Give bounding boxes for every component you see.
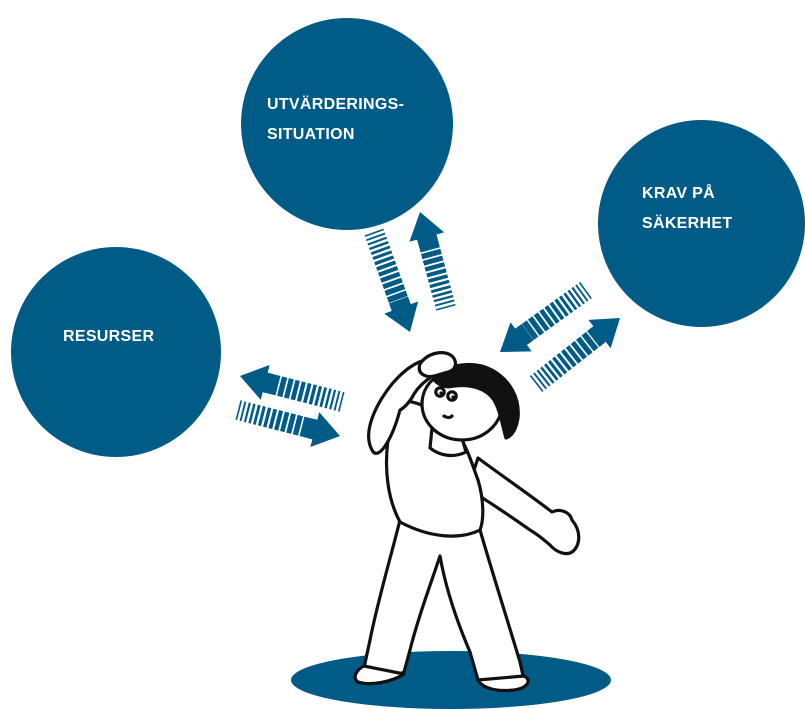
arrow-res-to-person <box>235 400 341 448</box>
node-label: UTVÄRDERINGS- SITUATION <box>267 96 405 143</box>
person-legs <box>362 518 526 688</box>
node-utvarderingssituation: UTVÄRDERINGS- SITUATION <box>241 18 453 230</box>
arrow-person-to-utv <box>409 211 456 311</box>
arrow-krav-to-person <box>499 281 592 352</box>
ground-shadow <box>291 651 611 709</box>
arrows <box>235 211 621 448</box>
node-label: KRAV PÅ SÄKERHET <box>642 185 733 232</box>
node-label: RESURSER <box>63 328 155 345</box>
arrow-person-to-res <box>239 364 345 412</box>
thinking-person-icon <box>353 351 581 693</box>
node-krav-pa-sakerhet: KRAV PÅ SÄKERHET <box>598 120 805 327</box>
arrow-person-to-krav <box>529 317 621 392</box>
person-hair <box>432 362 520 440</box>
arrow-utv-to-person <box>364 228 419 332</box>
person-right-foot <box>476 674 530 693</box>
person-hand <box>417 351 458 379</box>
person-right-arm <box>466 456 581 556</box>
node-resurser: RESURSER <box>11 247 221 457</box>
person-left-foot <box>353 664 406 686</box>
person-mouth <box>442 414 454 420</box>
